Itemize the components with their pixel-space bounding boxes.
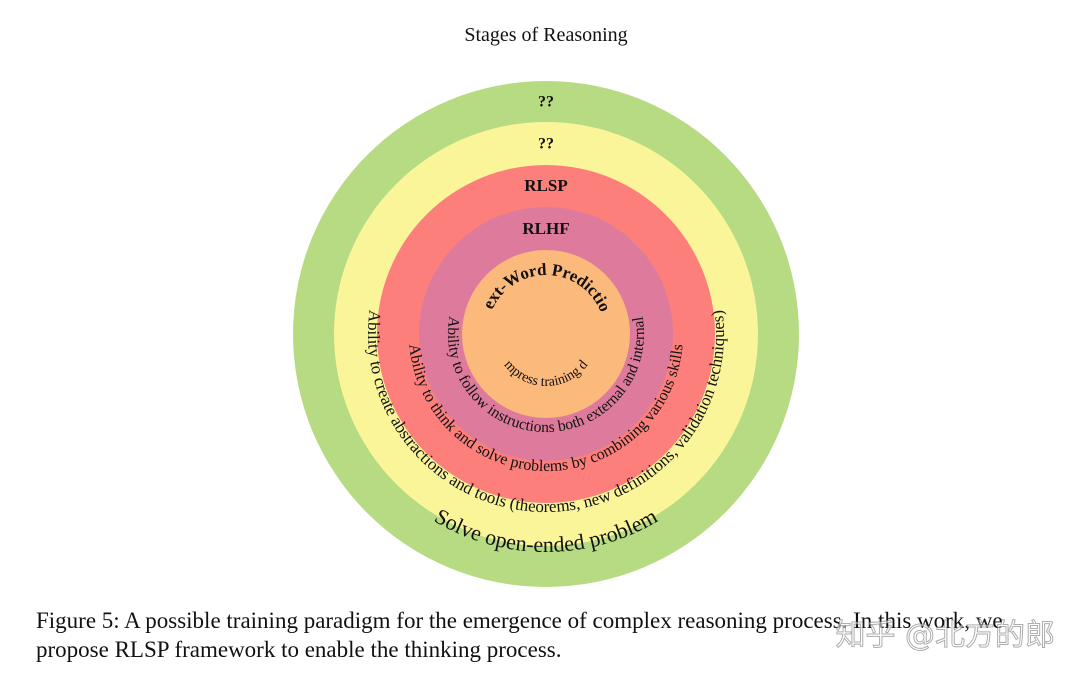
- watermark: 知乎 @北方的郎: [835, 618, 1055, 653]
- ring-4-stage-label: RLHF: [522, 219, 569, 238]
- caption-line-1: Figure 5: A possible training paradigm f…: [36, 608, 1003, 633]
- figure-title: Stages of Reasoning: [464, 24, 627, 46]
- ring-5: [462, 250, 630, 418]
- ring-2-stage-label: ??: [538, 136, 554, 153]
- concentric-rings: [293, 81, 799, 587]
- ring-3-stage-label: RLSP: [524, 176, 567, 195]
- caption-line-2: propose RLSP framework to enable the thi…: [36, 637, 562, 662]
- ring-1-stage-label: ??: [538, 94, 554, 111]
